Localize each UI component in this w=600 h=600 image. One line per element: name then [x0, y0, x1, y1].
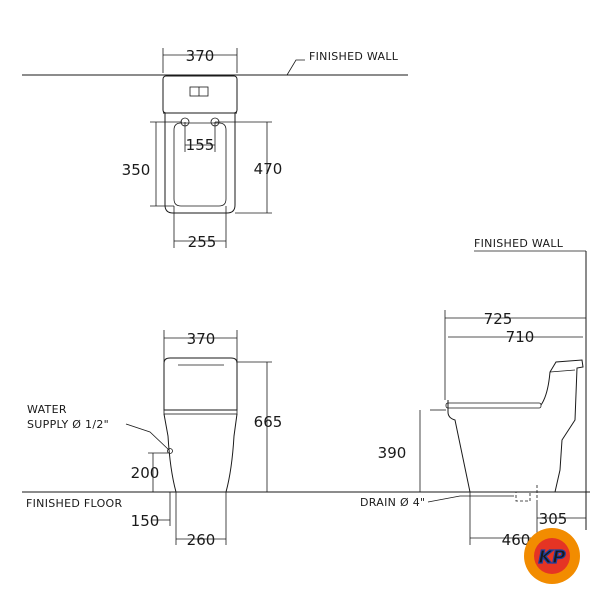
- tank-lid-front: [163, 357, 238, 364]
- drain-label: DRAIN Ø 4": [360, 496, 425, 509]
- finished-wall-leader: [286, 59, 305, 76]
- tank-lid-side: [549, 369, 576, 373]
- dim-height-front: 665: [254, 413, 283, 431]
- finished-wall-side-label: FINISHED WALL: [474, 237, 564, 250]
- water-supply-point: [167, 448, 173, 454]
- dim-base-width: 260: [187, 531, 216, 549]
- dim-seat-height: 390: [378, 444, 407, 462]
- water-supply-label-2: SUPPLY Ø 1/2": [27, 418, 109, 431]
- dim-depth-total: 470: [254, 160, 283, 178]
- dim-base-depth: 460: [502, 531, 531, 549]
- pedestal-front: [163, 413, 238, 493]
- finished-floor-label: FINISHED FLOOR: [26, 497, 122, 510]
- tank-side-profile: [540, 359, 584, 493]
- bowl-outline-plan: [164, 113, 236, 214]
- drain-pipe: [515, 491, 531, 502]
- dim-overall-depth: 725: [484, 310, 513, 328]
- kp-logo: KP: [524, 528, 580, 584]
- tank-body-front: [163, 363, 238, 411]
- dim-body-depth: 710: [506, 328, 535, 346]
- dim-seat-width: 255: [188, 233, 217, 251]
- dim-width-plan: 370: [186, 47, 215, 65]
- drain-leader: [427, 495, 514, 503]
- seat-band-front: [163, 409, 238, 415]
- dim-supply-offset: 150: [131, 512, 160, 530]
- front-view: 370 665 WATER SUPPLY Ø 1/2" 200 150 260: [27, 330, 282, 549]
- dim-supply-height: 200: [131, 464, 160, 482]
- water-supply-leader: [125, 423, 170, 451]
- logo-inner: [534, 538, 570, 574]
- dim-bolt-spacing: 155: [186, 136, 215, 154]
- dim-depth-bowl: 350: [122, 161, 151, 179]
- logo-text: KP: [538, 547, 565, 568]
- dim-width-front: 370: [187, 330, 216, 348]
- side-view: FINISHED WALL 725 710 390 DRAIN Ø 4" 460: [360, 237, 587, 549]
- tank-outline-plan: [162, 75, 238, 114]
- water-supply-label-1: WATER: [27, 403, 67, 416]
- seat-outline-plan: [173, 122, 227, 207]
- dim-drain-offset: 305: [539, 510, 568, 528]
- plan-view: FINISHED WALL 370 155 350 470: [22, 47, 408, 251]
- finished-wall-label: FINISHED WALL: [309, 50, 399, 63]
- bowl-front-profile: [447, 400, 471, 493]
- seat-side: [445, 402, 542, 409]
